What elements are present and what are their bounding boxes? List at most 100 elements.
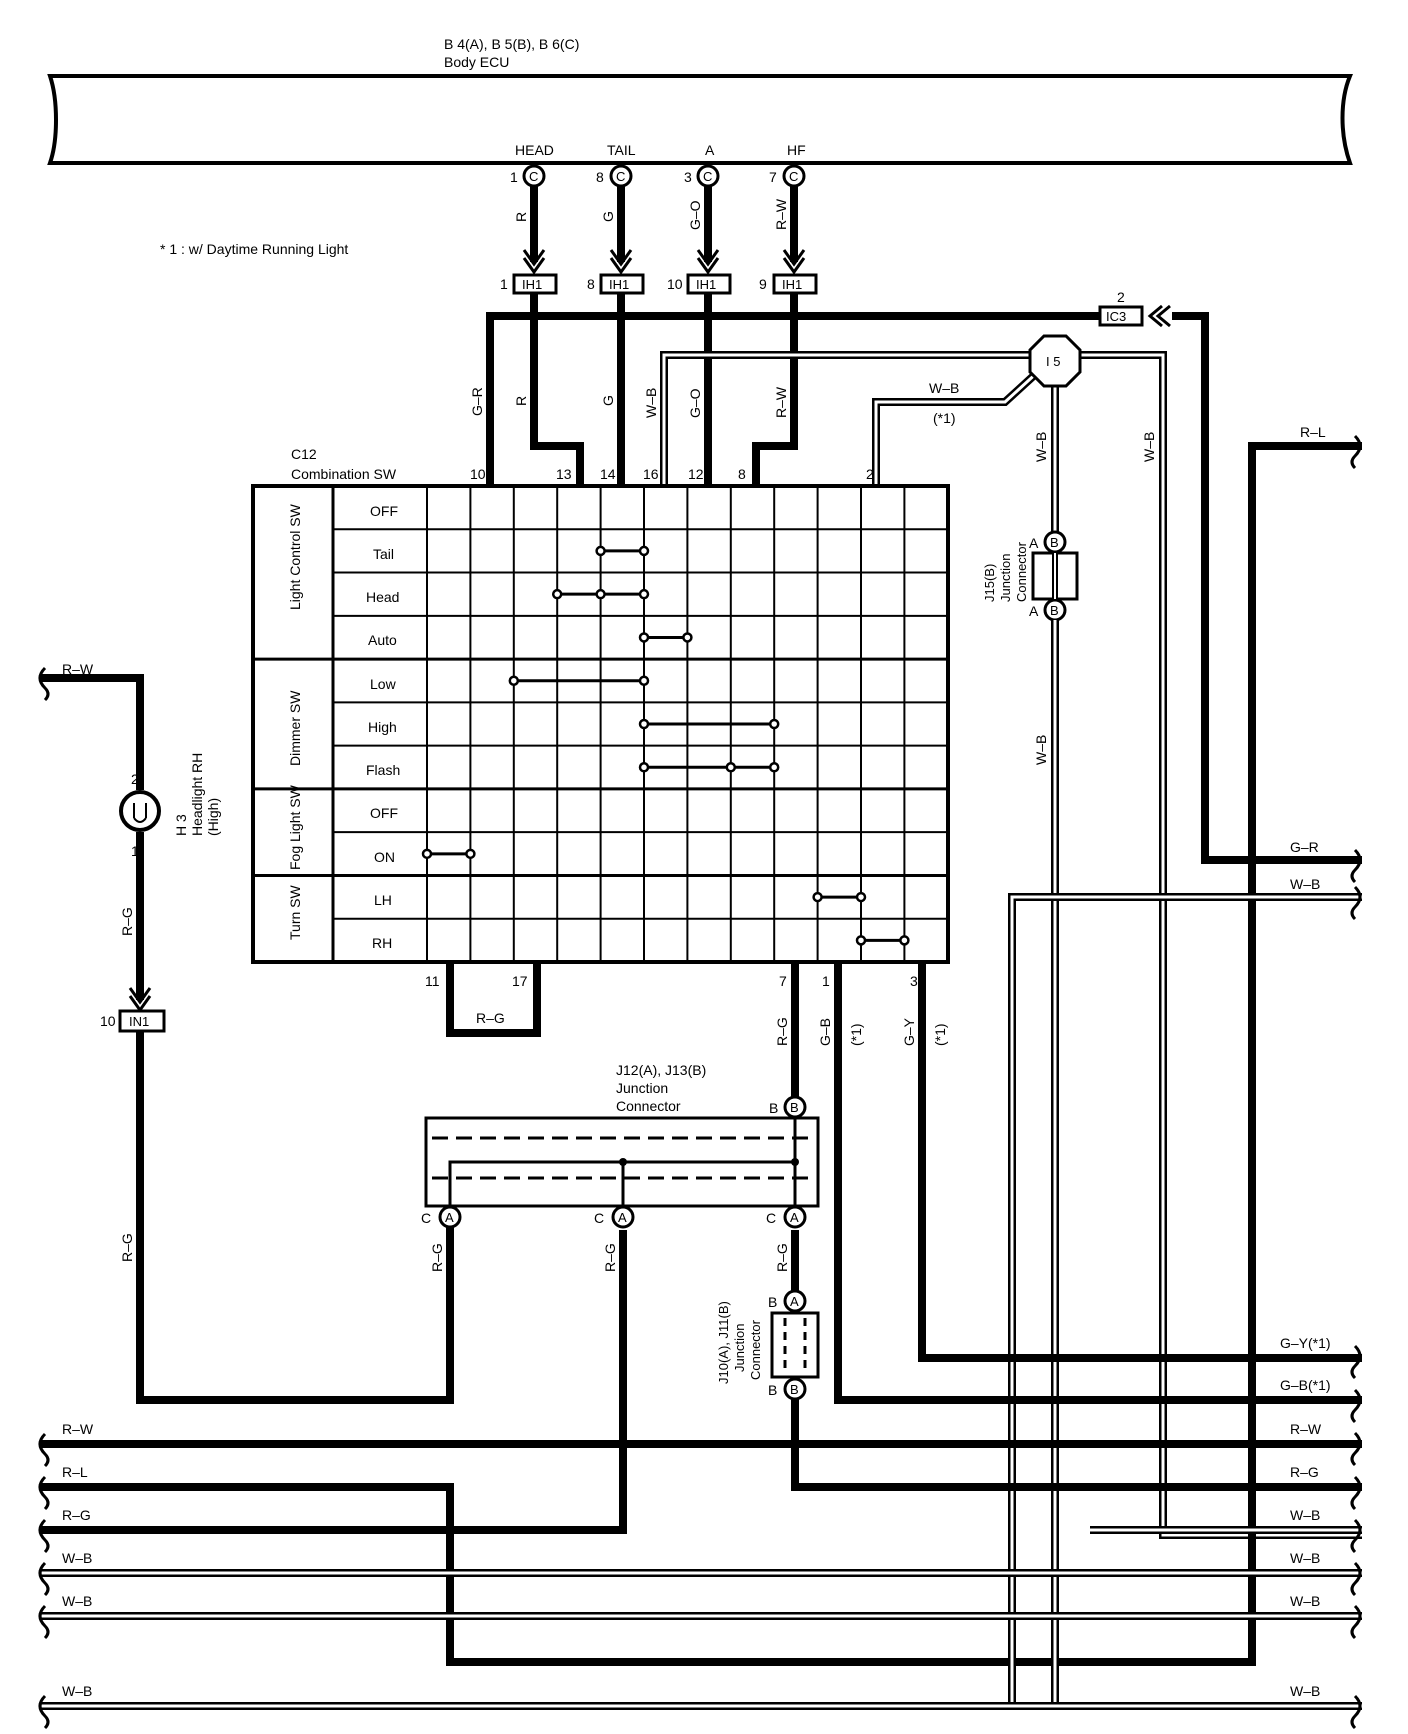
headlight-pin-top: 2 [131,771,139,787]
ih1-b: IH1 [609,277,629,292]
i5-label: I 5 [1046,354,1060,369]
headlight-sub: (High) [205,798,221,836]
wire-rg-loop: R–G [476,1010,505,1026]
ih1-connectors: IH1 IH1 IH1 IH1 1 8 10 9 [500,273,818,295]
j15-connector: B B A A J15(B) Junction Connector [982,530,1079,622]
wire-g-top: G [600,211,616,222]
ic3-pin: 2 [1117,289,1125,305]
j10-name-2: Connector [748,1319,763,1380]
wire-gr-label: G–R [469,387,485,416]
pin-11: 11 [425,973,440,989]
left-wire-labels: R–W R–G R–G [62,661,135,1262]
headlight-rh: 2 1 H 3 Headlight RH (High) [119,753,221,859]
row-rh: RH [372,935,392,951]
wire-rw-label: R–W [773,386,789,418]
lower-wiring [40,962,1362,1534]
group-turn: Turn SW [287,885,303,940]
j15-ref: J15(B) [982,564,997,602]
j12-connA-1: A [445,1210,454,1225]
ecu-wire-colors: R G G–O R–W [513,198,789,230]
wire-wb-label: W–B [643,388,659,418]
pin-16: 16 [643,466,659,482]
upper-wiring [40,293,1362,1666]
j15-pin-top: A [1029,535,1039,551]
headlight-ref: H 3 [173,814,189,836]
pin-10: 10 [470,466,486,482]
j15-down-wire [1008,620,1362,1706]
group-dimmer: Dimmer SW [287,690,303,766]
row-flash: Flash [366,762,400,778]
term-a-pin: 3 [684,169,692,185]
pin-7: 7 [779,973,787,989]
switch-contact [595,545,606,557]
wire-go-top: G–O [687,200,703,230]
j12-connB: B [790,1100,799,1115]
left-labels: R–W R–L R–G W–B W–B W–B [62,1421,94,1699]
j12-pinC-2: C [594,1210,604,1226]
switch-contact [812,891,823,903]
wire-rg-7: R–G [774,1017,790,1046]
wire-gb-star: (*1) [848,1023,864,1046]
j12-wire-labels: R–G R–G R–G [429,1243,790,1272]
daytime-note: * 1 : w/ Daytime Running Light [160,241,348,257]
combo-ref: C12 [291,446,317,462]
term-hf-conn: C [789,169,798,184]
j10-connector: A B B B J10(A), J11(B) Junction Connecto… [716,1289,820,1401]
term-a-conn: C [703,169,712,184]
group-fog: Fog Light SW [287,784,303,870]
j10-name-1: Junction [732,1324,747,1372]
term-head-label: HEAD [515,142,554,158]
pin-17: 17 [512,973,528,989]
lower-wire-labels: R–G R–G G–B (*1) G–Y (*1) [476,1010,948,1046]
combination-switch: C12 Combination SW 10 13 14 16 12 8 2 OF… [251,446,950,989]
switch-contact [855,935,867,946]
wire-rl-label: R–L [1300,424,1326,440]
pin-3: 3 [910,973,918,989]
switch-contact [421,848,433,860]
right-gr: G–R [1290,839,1319,855]
ecu-ref: B 4(A), B 5(B), B 6(C) [444,36,579,52]
j12-pinC-1: C [421,1210,431,1226]
row-low: Low [370,676,397,692]
j10-ref: J10(A), J11(B) [716,1301,731,1384]
headlight-wiring [40,674,454,1404]
switch-contact [638,588,650,600]
harness-ends [38,434,1362,1730]
left-rl: R–L [62,1464,88,1480]
term-head-conn: C [529,169,538,184]
switch-contact [768,718,780,730]
switch-contact [551,588,563,600]
row-tail: Tail [373,546,394,562]
switch-contact [465,848,476,860]
right-wb-1: W–B [1290,876,1320,892]
right-wb-3: W–B [1290,1550,1320,1566]
row-light-off: OFF [370,503,398,519]
combo-name: Combination SW [291,466,397,482]
ecu-name: Body ECU [444,54,509,70]
row-lh: LH [374,892,392,908]
j12-ref: J12(A), J13(B) [616,1062,706,1078]
term-hf-label: HF [787,142,806,158]
left-wb-3: W–B [62,1683,92,1699]
wire-gy-star: (*1) [932,1023,948,1046]
wire-rw-left: R–W [62,661,94,677]
switch-contact [899,935,910,946]
j12-name-1: Junction [616,1080,668,1096]
left-wb-1: W–B [62,1550,92,1566]
row-auto: Auto [368,632,397,648]
wire-wb-v2-label: W–B [1141,432,1157,462]
bottom-harness [40,1526,1362,1710]
right-labels: G–R W–B G–Y(*1) G–B(*1) R–W R–G W–B W–B … [1280,839,1331,1699]
ih1-pin-8: 8 [587,276,595,292]
switch-contact [855,891,867,903]
ih1-pin-1: 1 [500,276,508,292]
switch-contact [638,632,650,643]
wire-wb-top-label: W–B [929,380,959,396]
ic3-connector: IC3 2 [1098,289,1171,328]
ih1-c: IH1 [696,277,716,292]
row-head: Head [366,589,399,605]
term-hf-pin: 7 [769,169,777,185]
row-fog-on: ON [374,849,395,865]
left-wb-2: W–B [62,1593,92,1609]
